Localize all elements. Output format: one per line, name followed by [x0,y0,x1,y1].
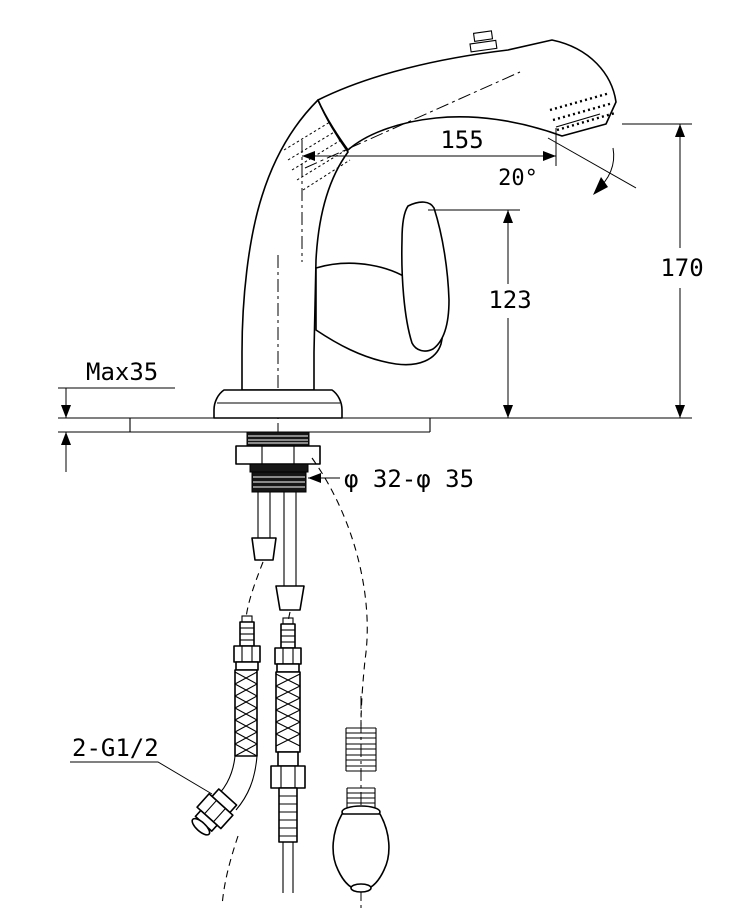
weight-bottom-rim [350,883,372,893]
faucet-body [213,30,617,492]
handle-lever [401,201,450,352]
mounting-hole-label: φ 32-φ 35 [344,465,474,493]
outlet-height-label: 123 [488,286,531,314]
spout-reach-label: 155 [440,126,483,154]
middle-hose-hex [274,647,302,665]
threaded-shank-upper [246,431,310,447]
spray-face-rim [555,113,601,128]
right-tube-connector [275,585,305,611]
middle-hose-nut [270,765,306,789]
left-hose-braid [234,669,258,757]
supply-tubes [251,492,305,611]
mounting-deck [58,417,692,433]
spout-axis-centerline [304,71,521,169]
pullout-hose-weight [332,696,390,912]
left-hose-collar [235,661,259,671]
dim-swivel-angle: 20° [498,137,637,195]
shank-assembly [235,431,321,493]
dim-outlet-height: 123 [428,209,532,418]
inlet-thread-label: 2-G1/2 [72,734,159,762]
supply-hose-middle [270,617,306,893]
middle-hose-collar [276,663,300,673]
mounting-nut [235,445,321,465]
supply-hose-left [191,615,261,836]
faucet-body-column [241,99,349,391]
swivel-angle-label: 20° [498,166,538,191]
dim-mounting-hole: φ 32-φ 35 [308,465,474,493]
left-hose-hex [233,645,261,663]
weight-body [332,813,390,891]
left-hose-angle-fitting [191,788,238,836]
washer [249,463,309,473]
spout-knurl-texture [283,121,351,191]
dim-overall-height: 170 [622,123,704,418]
dim-max-deck-thickness: Max35 [58,358,175,472]
left-tube-connector [251,537,277,561]
base-escutcheon [213,389,343,419]
middle-hose-neck [277,751,299,767]
dim-inlet-thread: 2-G1/2 [70,734,213,795]
diverter-buttons [469,30,498,53]
overall-height-label: 170 [660,254,703,282]
max-deck-thickness-label: Max35 [86,358,158,386]
dim-spout-reach: 155 [302,126,557,166]
corrugated-hose-upper [345,727,377,772]
